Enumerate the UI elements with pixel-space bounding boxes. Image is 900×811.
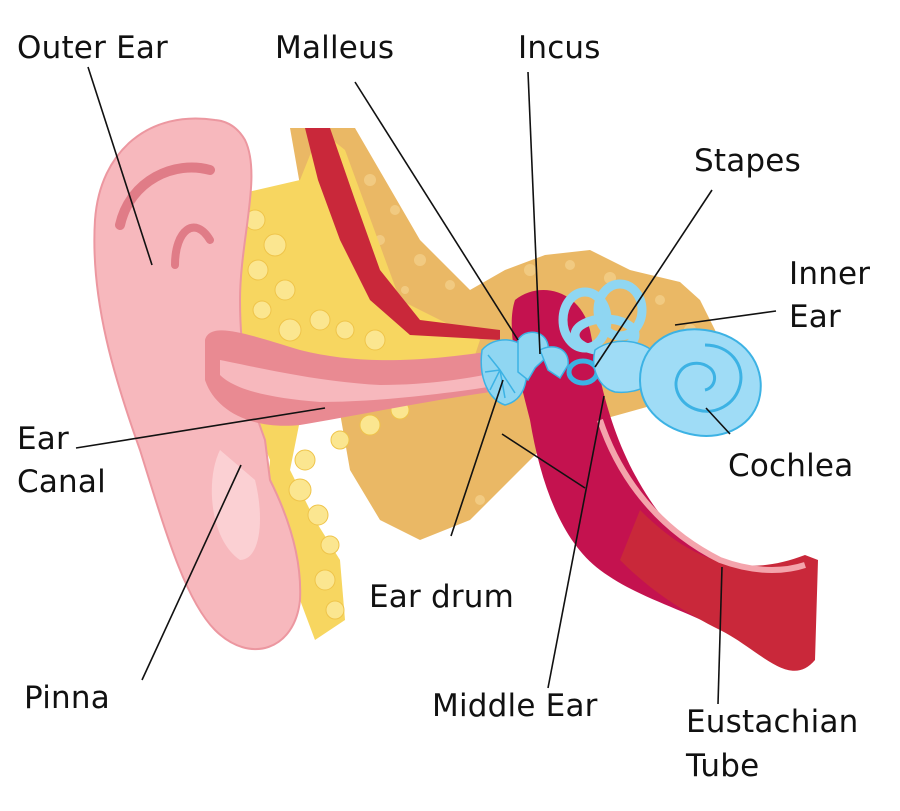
label-eustachian-tube-line2: Tube xyxy=(686,748,760,784)
eustachian-tube xyxy=(620,510,818,671)
ear-canal xyxy=(205,330,505,426)
pinna-lobe-highlight xyxy=(211,450,260,560)
label-malleus: Malleus xyxy=(275,30,395,66)
label-pinna: Pinna xyxy=(24,680,110,716)
ear-canal-inner xyxy=(220,360,502,402)
cochlea-shape xyxy=(638,328,762,437)
fatty-tissue xyxy=(232,130,480,640)
ear-drum xyxy=(480,339,528,406)
incus-bone xyxy=(539,346,569,380)
pinna-antihelix xyxy=(171,223,214,269)
temporal-bone xyxy=(290,128,720,540)
label-ear-canal-line2: Canal xyxy=(17,464,106,500)
label-stapes: Stapes xyxy=(694,143,801,179)
label-ear-canal-line1: Ear xyxy=(17,421,69,457)
muscle-band xyxy=(305,128,500,340)
label-cochlea: Cochlea xyxy=(728,448,854,484)
label-inner-ear-line1: Inner xyxy=(789,256,871,292)
fat-cells xyxy=(244,209,410,620)
label-incus: Incus xyxy=(518,30,601,66)
label-middle-ear: Middle Ear xyxy=(432,688,598,724)
ear-drum-rays xyxy=(484,354,516,399)
label-eustachian-tube-line1: Eustachian xyxy=(686,704,859,740)
label-outer-ear: Outer Ear xyxy=(17,30,169,66)
pinna-helix-fold xyxy=(115,162,215,230)
label-ear-drum: Ear drum xyxy=(369,579,515,615)
eustachian-tube-highlight xyxy=(597,419,806,573)
label-inner-ear-line2: Ear xyxy=(789,299,841,335)
leader-lines xyxy=(75,66,777,705)
